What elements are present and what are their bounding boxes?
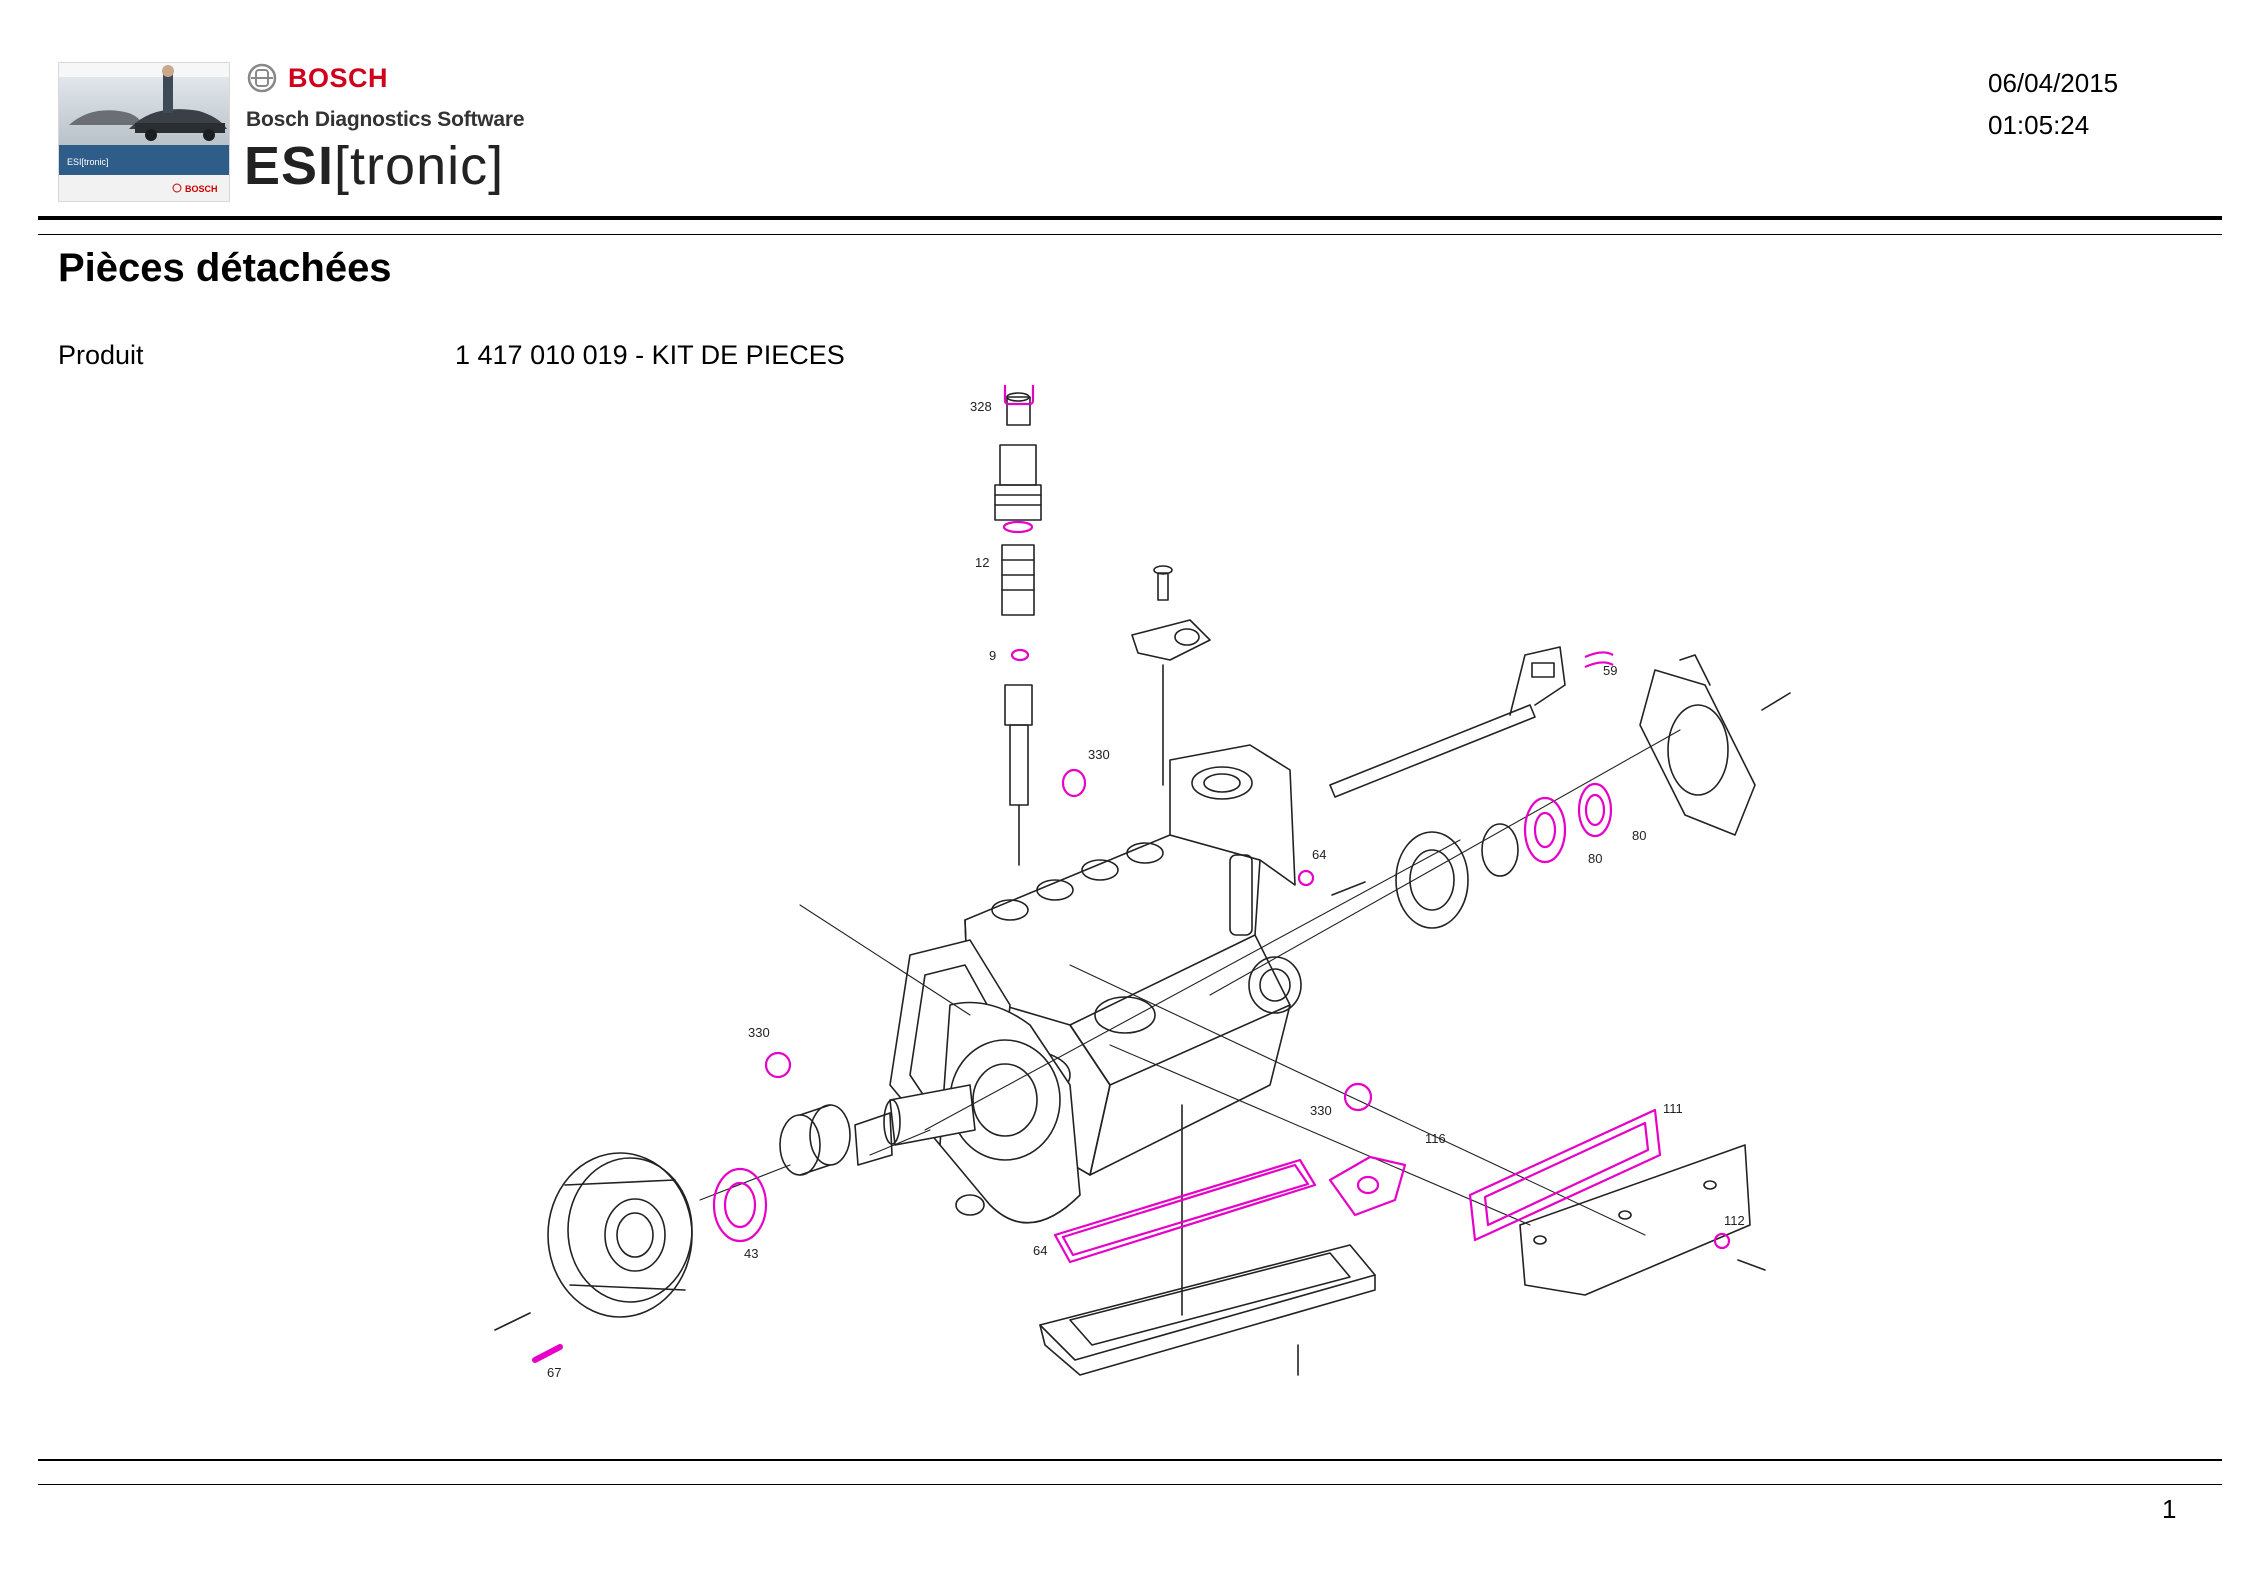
lever-arm	[1329, 646, 1566, 798]
callout-43: 43	[744, 1246, 758, 1261]
needle-bearing	[779, 1104, 851, 1176]
product-label: Produit	[58, 340, 144, 370]
part-112-washer	[1713, 1232, 1731, 1250]
product-brand-bold: ESI	[244, 136, 335, 196]
cover-screw	[1761, 692, 1791, 711]
part-12-oring	[1002, 520, 1034, 534]
callout-80-a: 80	[1588, 851, 1602, 866]
footer-divider-1	[38, 1459, 2222, 1461]
callout-80-b: 80	[1632, 828, 1646, 843]
part-330-seal-top	[1061, 768, 1087, 798]
callout-116: 116	[1425, 1131, 1446, 1146]
part-328-cap	[1003, 385, 1035, 406]
leader-lines	[699, 729, 1681, 1236]
callout-9: 9	[989, 648, 996, 663]
kit-parts-highlight	[532, 385, 1731, 1363]
drive-pulley	[547, 1152, 693, 1318]
callout-111: 111	[1663, 1101, 1683, 1116]
page-title: Pièces détachées	[58, 246, 392, 290]
callout-330-right: 330	[1310, 1103, 1332, 1118]
callout-64-cover: 64	[1033, 1243, 1047, 1258]
part-67-pin	[532, 1344, 563, 1363]
part-80-gasket-a	[1523, 796, 1567, 864]
workshop-photo-icon: ESI[tronic] BOSCH	[59, 63, 229, 201]
part-9-washer	[1010, 648, 1030, 662]
print-date: 06/04/2015	[1988, 68, 2119, 98]
part-59-clip	[1584, 651, 1614, 669]
bosch-wordmark: BOSCH	[288, 62, 389, 93]
page-number: 1	[2162, 1494, 2177, 1524]
part-64-washer	[1297, 869, 1315, 887]
product-value: 1 417 010 019 - KIT DE PIECES	[455, 340, 845, 370]
callout-59: 59	[1603, 663, 1617, 678]
part-116-gasket	[1328, 1155, 1407, 1217]
software-name: Bosch Diagnostics Software	[246, 108, 525, 131]
pulley-bolt	[494, 1312, 531, 1331]
part-80-gasket-b	[1577, 782, 1613, 838]
thumbnail-brand: BOSCH	[185, 184, 218, 194]
exploded-parts-diagram: 328 12 9 330 330 330 64 64 59 80 80 111 …	[494, 385, 1791, 1380]
part-64-cover-gasket	[1053, 1158, 1317, 1264]
part-111-gasket	[1468, 1108, 1662, 1242]
callout-328: 328	[970, 399, 992, 414]
callout-labels: 328 12 9 330 330 330 64 64 59 80 80 111 …	[547, 399, 1745, 1380]
callout-330-top: 330	[1088, 747, 1110, 762]
thumbnail-caption: ESI[tronic]	[67, 157, 109, 167]
callout-67: 67	[547, 1365, 561, 1380]
bottom-cover	[1039, 1104, 1376, 1376]
header-divider-thick	[38, 216, 2222, 220]
esitronic-thumbnail-image: ESI[tronic] BOSCH	[58, 62, 230, 202]
side-plate	[1519, 1144, 1751, 1296]
callout-330-left: 330	[748, 1025, 770, 1040]
bearing	[1395, 823, 1519, 929]
product-brand-rest: [tronic]	[334, 136, 505, 196]
footer-divider-2	[38, 1484, 2222, 1485]
bosch-armature-icon	[247, 63, 277, 93]
callout-64-side: 64	[1312, 847, 1326, 862]
bosch-logo: BOSCH	[246, 62, 388, 94]
top-bracket	[1131, 565, 1211, 786]
end-cover-plate	[1639, 654, 1756, 836]
drive-flange	[854, 1001, 1081, 1224]
callout-112: 112	[1724, 1213, 1745, 1228]
part-330-seal-left	[764, 1051, 792, 1079]
part-43-shaft-seal	[712, 1167, 768, 1243]
header-divider-thin	[38, 234, 2222, 235]
part-330-seal-right	[1343, 1082, 1373, 1112]
print-time: 01:05:24	[1988, 110, 2090, 140]
delivery-valve-stack	[994, 392, 1042, 866]
product-brand-name: ESI[tronic]	[244, 134, 504, 198]
callout-12: 12	[975, 555, 989, 570]
